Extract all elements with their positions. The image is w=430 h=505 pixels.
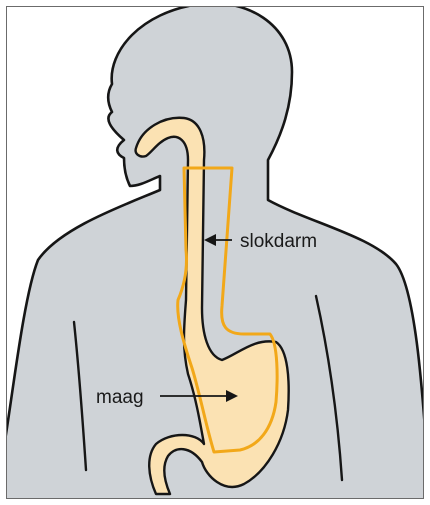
stomach-label: maag (96, 387, 144, 408)
esophagus-label: slokdarm (240, 231, 317, 252)
